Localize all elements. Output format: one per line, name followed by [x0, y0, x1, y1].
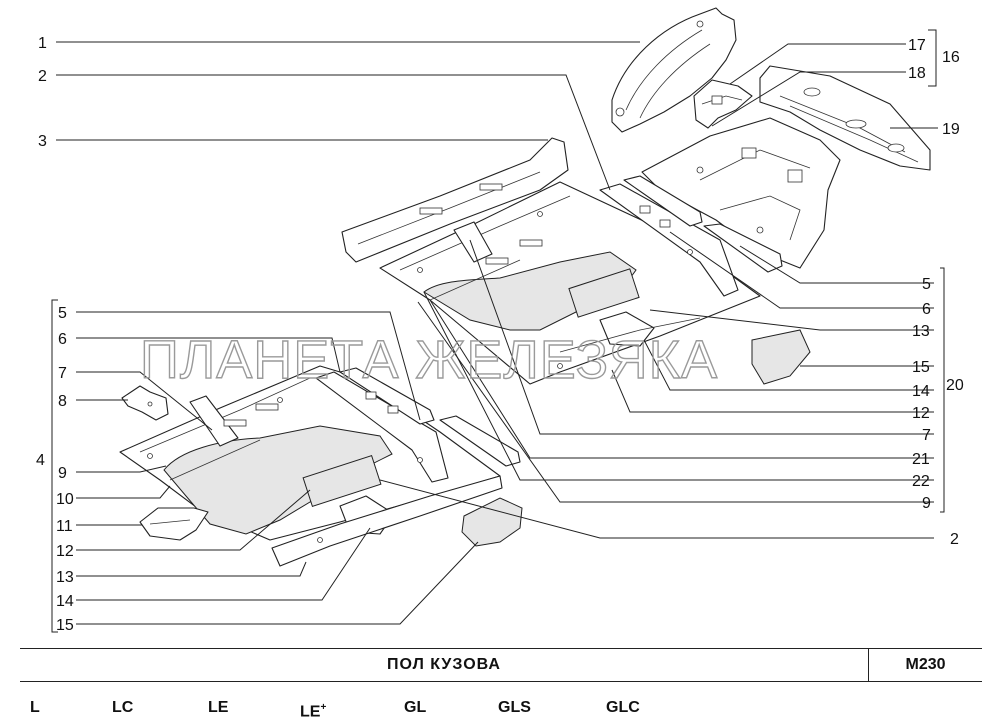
callout-label: 1	[38, 35, 47, 52]
title-divider	[868, 649, 869, 681]
watermark-text: ПЛАНЕТА ЖЕЛЕЗЯКА	[140, 330, 718, 390]
trim-plus-sign: +	[320, 702, 327, 713]
group-label-16: 16	[942, 49, 960, 66]
callout-label: 19	[942, 121, 960, 138]
diagram-title: ПОЛ КУЗОВА	[387, 656, 501, 673]
callout-label: 9	[58, 465, 67, 482]
callout-label: 9	[922, 495, 931, 512]
trim-level: LE	[300, 703, 321, 721]
part-side-rail	[341, 137, 569, 263]
callout-label: 6	[58, 331, 67, 348]
title-bar: ПОЛ КУЗОВА M230	[20, 648, 982, 682]
callout-label: 3	[38, 133, 47, 150]
callout-label: 22	[912, 473, 930, 490]
part-rear-panel	[759, 65, 931, 171]
callout-label: 12	[56, 543, 74, 560]
trim-level: LC	[112, 699, 134, 716]
callout-label: 7	[58, 365, 67, 382]
trim-level: GLC	[606, 699, 640, 716]
callout-labels-right: 17 18 19 5 6 13 15 14 12 7 21 22 9 2 16 …	[908, 37, 964, 548]
callout-labels-left: 1 2 3 5 6 7 8 9 10 11 12 13 14 15 4	[36, 35, 74, 634]
callout-label: 12	[912, 405, 930, 422]
trim-levels-row: L LC LE LE+ GL GLS GLC	[0, 696, 1001, 720]
callout-label: 11	[56, 518, 73, 535]
leader-lines	[51, 29, 945, 633]
callout-label: 15	[56, 617, 74, 634]
callout-label: 6	[922, 301, 931, 318]
callout-label: 8	[58, 393, 67, 410]
callout-label: 18	[908, 65, 926, 82]
part-wheel-arch	[611, 7, 737, 133]
callout-label: 2	[38, 68, 47, 85]
diagram-code: M230	[905, 656, 946, 673]
group-label-20: 20	[946, 377, 964, 394]
trim-level: L	[30, 699, 40, 716]
trim-level-plus: LE+	[300, 696, 326, 724]
callout-label: 13	[912, 323, 930, 340]
callout-label: 10	[56, 491, 74, 508]
callout-label: 5	[922, 276, 931, 293]
callout-label: 17	[908, 37, 926, 54]
part-bracket-17-18	[693, 79, 753, 129]
trim-level: GL	[404, 699, 427, 716]
part-rear-floor-pan	[641, 117, 841, 269]
part-floor-assembly-upper	[379, 175, 811, 385]
callout-label: 13	[56, 569, 74, 586]
group-label-4: 4	[36, 452, 45, 469]
trim-level: GLS	[498, 699, 531, 716]
part-small-bracket	[121, 385, 169, 421]
callout-label: 2	[950, 531, 959, 548]
callout-label: 14	[56, 593, 74, 610]
callout-label: 7	[922, 427, 931, 444]
part-floor-assembly-lower	[119, 365, 523, 567]
body-floor-parts-diagram: ПЛАНЕТА ЖЕЛЕЗЯКА 1 2 3 5 6 7 8 9 10 11 1…	[36, 7, 964, 634]
callout-label: 21	[912, 451, 930, 468]
part-tray	[139, 507, 209, 541]
callout-label: 5	[58, 305, 67, 322]
callout-label: 15	[912, 359, 930, 376]
callout-label: 14	[912, 383, 930, 400]
trim-level: LE	[208, 699, 229, 716]
